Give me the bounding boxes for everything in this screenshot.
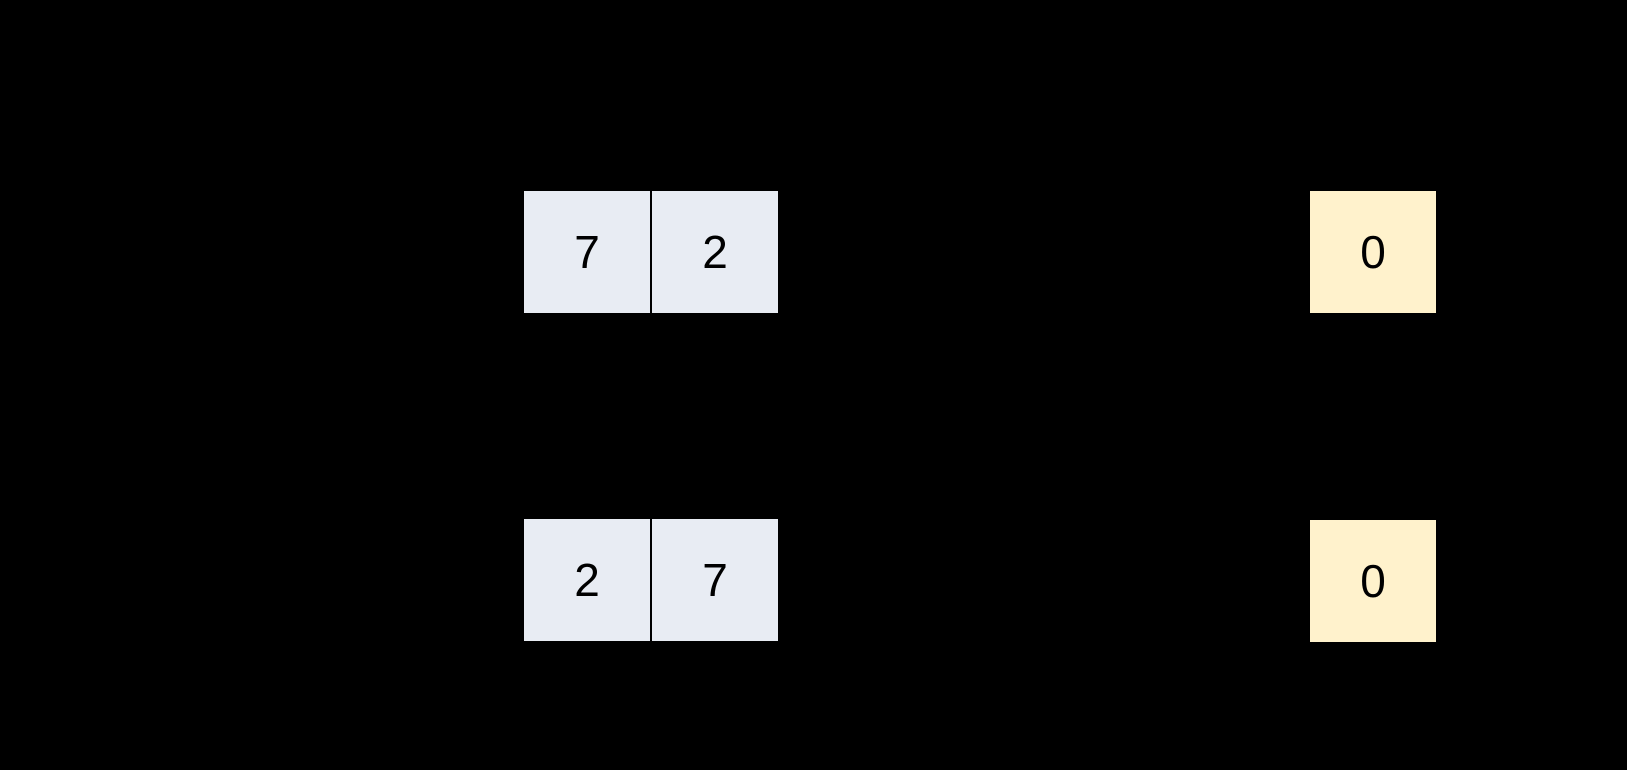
array-cell: 2 (650, 189, 780, 315)
array-cell-value: 7 (702, 554, 728, 606)
value-cell-top: 0 (1308, 189, 1438, 315)
array-cell: 7 (522, 189, 652, 315)
value-cell-value: 0 (1360, 555, 1386, 607)
array-cell-value: 2 (702, 226, 728, 278)
array-cell: 7 (650, 517, 780, 643)
array-bottom: 2 7 (522, 517, 780, 643)
value-cell-value: 0 (1360, 226, 1386, 278)
array-cell-value: 7 (574, 226, 600, 278)
array-cell-value: 2 (574, 554, 600, 606)
value-cell-bottom: 0 (1308, 518, 1438, 644)
array-top: 7 2 (522, 189, 780, 315)
array-cell: 2 (522, 517, 652, 643)
